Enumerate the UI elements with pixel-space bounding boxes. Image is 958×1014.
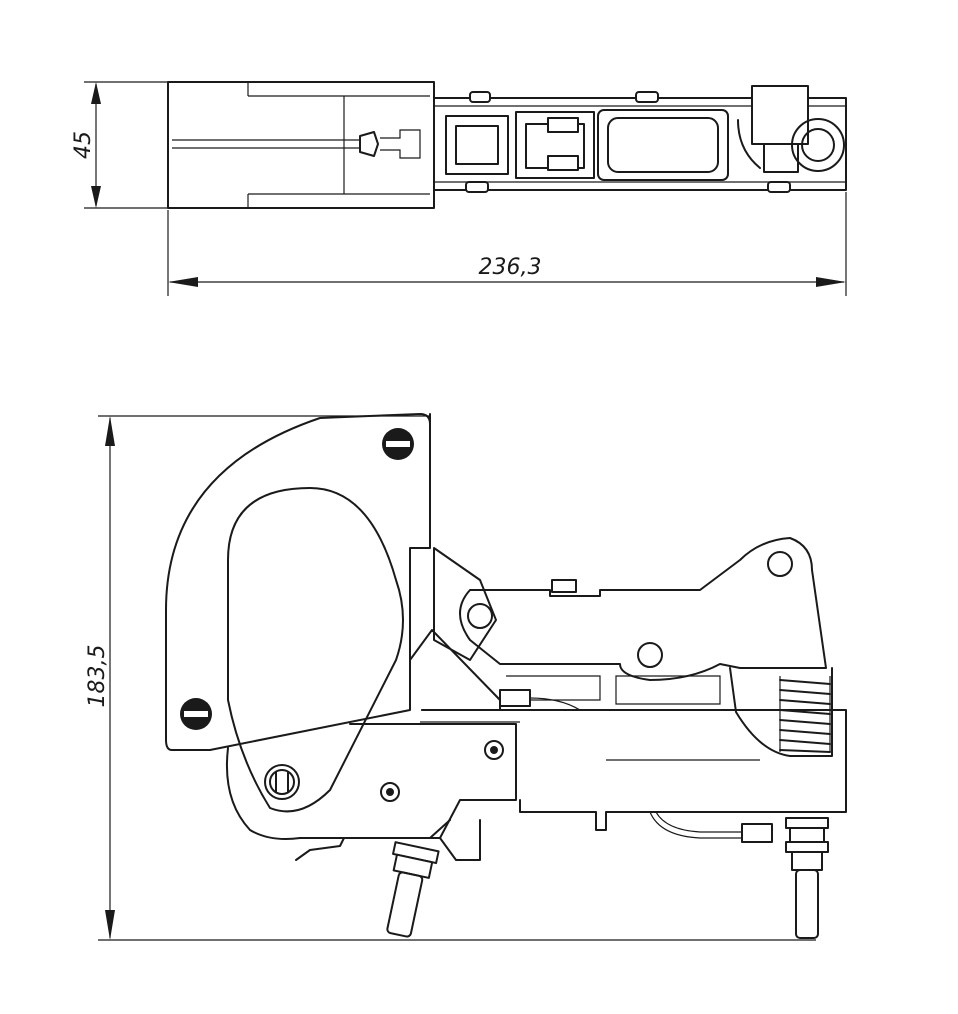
left-terminal	[386, 841, 440, 938]
screw-top	[382, 428, 414, 460]
rivet-1	[484, 740, 504, 760]
screw-bottom	[264, 764, 300, 800]
dimension-label-236-3: 236,3	[479, 255, 542, 280]
dimension-236-3: 236,3	[167, 192, 847, 296]
side-view	[165, 413, 847, 939]
top-view	[167, 81, 847, 209]
dimension-label-45: 45	[71, 131, 96, 159]
dimension-45: 45	[71, 81, 168, 209]
screw-left	[180, 698, 212, 730]
rivet-2	[380, 782, 400, 802]
spring	[779, 676, 831, 753]
dimension-183-5: 183,5	[85, 415, 816, 941]
dimension-label-183-5: 183,5	[85, 645, 110, 708]
